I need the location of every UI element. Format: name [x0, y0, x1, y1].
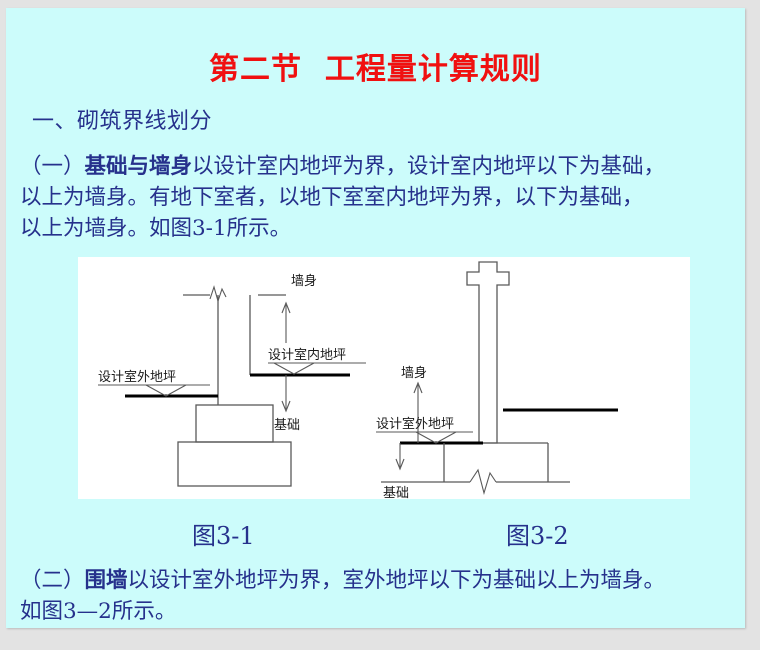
paragraph-two: （二）围墙以设计室外地坪为界，室外地坪以下为基础以上为墙身。 如图3—2所示。 [20, 565, 745, 627]
figure-caption-left: 图3-1 [192, 522, 255, 550]
outdoor-grade-vmark [145, 384, 187, 397]
figures-svg: 墙身 设计室内地坪 设计室外地坪 基础 墙身 设计室外地坪 基础 [98, 261, 618, 499]
label-right-outdoor-grade: 设计室外地坪 [376, 416, 454, 432]
slide-canvas: 第二节 工程量计算规则 一、砌筑界线划分 （一）基础与墙身以设计室内地坪为界，设… [6, 8, 745, 628]
paragraph-one-line-1-rest: 以设计室内地坪为界，设计室内地坪以下为基础， [192, 154, 666, 179]
figure-panel: 墙身 设计室内地坪 设计室外地坪 基础 墙身 设计室外地坪 基础 [78, 257, 690, 499]
paragraph-one-line-2: 以上为墙身。有地下室者，以地下室室内地坪为界，以下为基础， [20, 185, 644, 210]
outdoor-grade-vmark-right [415, 431, 457, 444]
pier-cross-cap [466, 261, 510, 444]
paragraph-one-line-3: 以上为墙身。如图3-1所示。 [20, 216, 292, 241]
foundation-break-symbol [469, 468, 497, 496]
label-left-foundation: 基础 [274, 418, 300, 433]
figure-left-drawing [98, 285, 366, 487]
footing-step-lower [177, 441, 292, 487]
label-left-indoor-grade: 设计室内地坪 [268, 347, 346, 363]
break-line-symbol [209, 285, 227, 303]
section-heading: 一、砌筑界线划分 [32, 109, 213, 134]
foundation-arrow-head [281, 400, 291, 413]
paragraph-two-line-1: （二）围墙以设计室外地坪为界，室外地坪以下为基础以上为墙身。 [20, 565, 745, 596]
figure-caption-right: 图3-2 [506, 522, 569, 550]
footing-step-upper [195, 404, 274, 443]
figure-right-drawing [376, 261, 618, 496]
paragraph-one-line-1: （一）基础与墙身以设计室内地坪为界，设计室内地坪以下为基础， [20, 151, 745, 182]
label-right-wall-body: 墙身 [401, 365, 427, 381]
paragraph-one: （一）基础与墙身以设计室内地坪为界，设计室内地坪以下为基础， 以上为墙身。有地下… [20, 151, 745, 244]
paragraph-one-bold-term: 基础与墙身 [84, 154, 193, 179]
label-left-outdoor-grade: 设计室外地坪 [98, 369, 176, 385]
label-right-foundation: 基础 [383, 486, 409, 499]
wall-body-arrow-head-right [413, 381, 423, 394]
paragraph-two-line-1-rest: 以设计室外地坪为界，室外地坪以下为基础以上为墙身。 [127, 568, 666, 593]
label-left-wall-body: 墙身 [291, 273, 317, 289]
indoor-grade-vmark [273, 362, 315, 375]
paragraph-one-prefix: （一） [20, 154, 85, 179]
wall-body-arrow-head [281, 301, 291, 314]
page-title: 第二节 工程量计算规则 [209, 52, 542, 87]
foundation-arrow-head-right [395, 458, 405, 471]
paragraph-two-line-2: 如图3—2所示。 [20, 599, 177, 624]
paragraph-two-prefix: （二） [20, 568, 85, 593]
paragraph-two-bold-term: 围墙 [84, 568, 128, 593]
